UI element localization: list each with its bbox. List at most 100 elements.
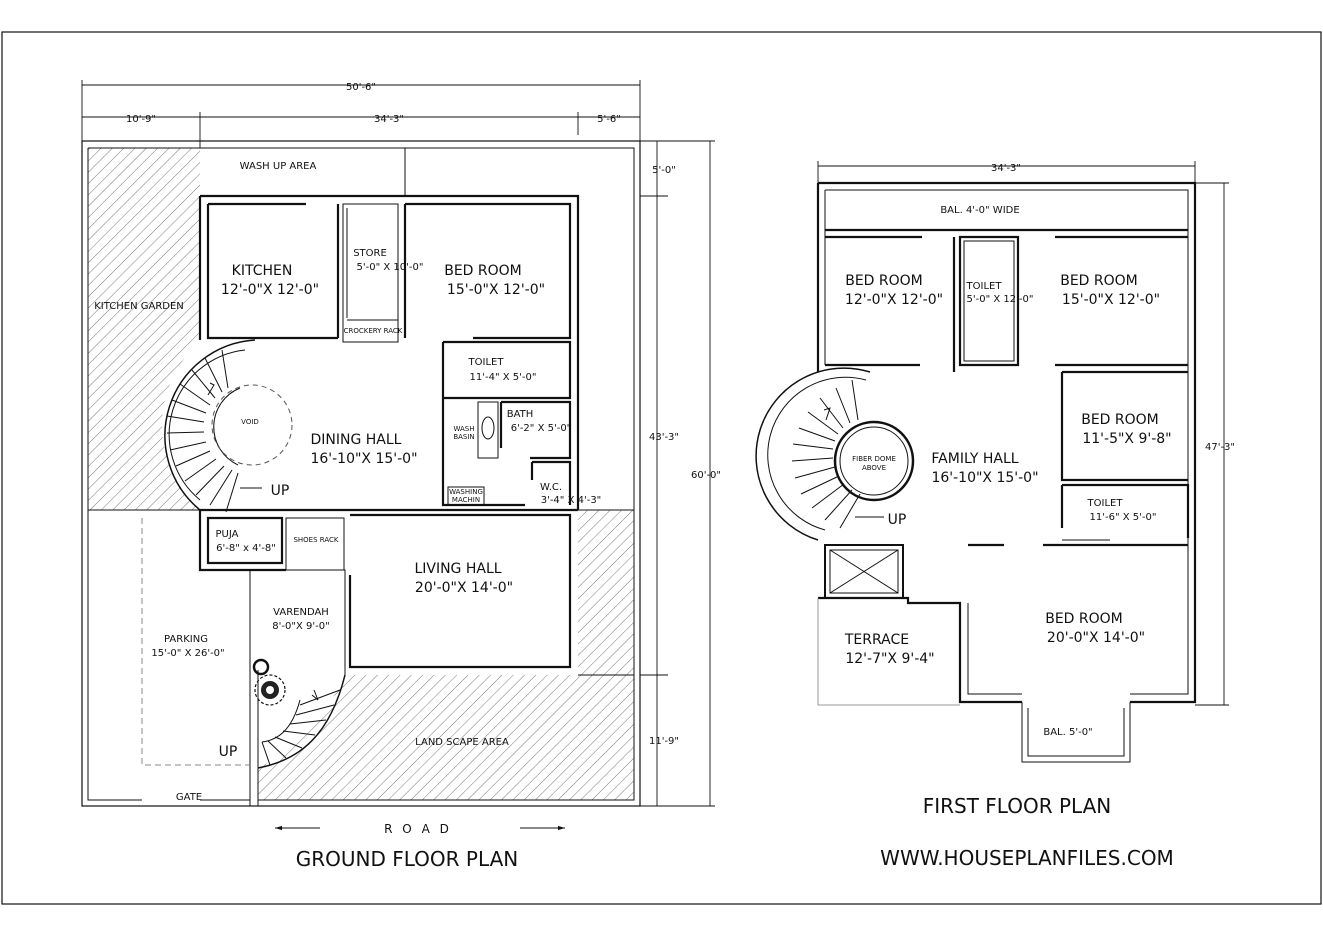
wc-walls	[530, 460, 572, 505]
wc-name: W.C.	[540, 482, 562, 493]
toilet-size: 11'-4" X 5'-0"	[470, 372, 537, 383]
dim-total-depth: 60'-0"	[691, 470, 721, 481]
shoes-rack-box	[285, 517, 345, 571]
wash-up-label: WASH UP AREA	[240, 161, 317, 172]
dome-label-1: FIBER DOME	[852, 455, 896, 463]
wash-basin-label-1: WASH	[453, 425, 474, 433]
parking-size: 15'-0" X 26'-0"	[151, 648, 224, 659]
first-floor-title: FIRST FLOOR PLAN	[923, 794, 1112, 818]
shoes-rack-label: SHOES RACK	[293, 536, 338, 544]
toilet2-name: TOILET	[1087, 498, 1124, 509]
crockery-rack-label: CROCKERY RACK	[344, 327, 403, 335]
living-name: LIVING HALL	[414, 561, 501, 577]
main-building-outer-wall	[198, 194, 580, 572]
bed3-name: BED ROOM	[1081, 412, 1159, 428]
parking-name: PARKING	[164, 634, 208, 645]
kitchen-garden-hatch	[88, 148, 200, 510]
ground-dimension-lines	[81, 80, 715, 831]
bath-size: 6'-2" X 5'-0"	[511, 423, 572, 434]
dining-name: DINING HALL	[311, 432, 402, 448]
bedroom-walls	[403, 202, 572, 340]
first-dimension-lines	[817, 161, 1229, 706]
front-up-label: UP	[219, 744, 238, 760]
wash-basin-counter	[477, 401, 499, 459]
terrace-boundary	[817, 598, 960, 706]
dim-front-depth: 11'-9"	[649, 736, 679, 747]
bed2-name: BED ROOM	[1060, 273, 1138, 289]
dim-total-width: 50'-6"	[346, 82, 376, 93]
landscape-hatch	[258, 510, 634, 800]
bedroom-name: BED ROOM	[444, 263, 522, 279]
first-dim-depth: 47'-3"	[1205, 442, 1235, 453]
washing-label-2: MACHIN	[452, 496, 480, 504]
dim-top-gap: 5'-0"	[652, 165, 676, 176]
kitchen-name: KITCHEN	[232, 263, 293, 279]
bedroom-size: 15'-0"X 12'-0"	[447, 282, 545, 298]
kitchen-garden-label: KITCHEN GARDEN	[94, 301, 184, 312]
store-walls	[342, 203, 399, 343]
first-floor-inner-wall	[824, 189, 1189, 695]
wash-basin-label-2: BASIN	[453, 433, 474, 441]
toilet1-size: 5'-0" X 12'-0"	[967, 294, 1034, 305]
varendah-edge	[258, 569, 346, 675]
dim-main-depth: 43'-3"	[649, 432, 679, 443]
terrace-size: 12'-7"X 9'-4"	[845, 651, 934, 667]
puja-size: 6'-8" x 4'-8"	[216, 543, 276, 554]
dim-left-seg: 10'-9"	[126, 114, 156, 125]
bed3-walls	[1060, 370, 1188, 482]
puja-walls	[206, 516, 284, 565]
living-size: 20'-0"X 14'-0"	[415, 580, 513, 596]
fiber-dome-inner	[839, 426, 909, 496]
bed4-name: BED ROOM	[1045, 611, 1123, 627]
first-spiral-staircase	[755, 367, 884, 541]
bath-walls	[499, 400, 572, 460]
toilet-name: TOILET	[468, 357, 505, 368]
bed4-size: 20'-0"X 14'-0"	[1047, 630, 1145, 646]
ground-floor-title: GROUND FLOOR PLAN	[296, 847, 518, 871]
plot-boundary-inner	[87, 147, 635, 801]
landscape-label: LAND SCAPE AREA	[415, 737, 509, 748]
bed1-size: 12'-0"X 12'-0"	[845, 292, 943, 308]
washing-label-1: WASHING	[449, 488, 483, 496]
store-name: STORE	[353, 248, 387, 259]
dome-label-2: ABOVE	[862, 464, 886, 472]
top-balcony-label: BAL. 4'-0" WIDE	[940, 205, 1019, 216]
stair-up-label: UP	[271, 483, 290, 499]
terrace-name: TERRACE	[844, 632, 909, 648]
family-size: 16'-10"X 15'-0"	[931, 470, 1038, 486]
puja-name: PUJA	[216, 529, 239, 540]
toilet1-name: TOILET	[966, 281, 1003, 292]
front-staircase	[257, 674, 346, 769]
tree-icon	[252, 658, 286, 706]
road-label: R O A D	[384, 822, 452, 836]
fiber-dome-outer	[833, 420, 915, 502]
shaft-box	[824, 544, 904, 599]
varendah-name: VARENDAH	[273, 607, 329, 618]
toilet2-walls	[1060, 483, 1190, 538]
wc-size: 3'-4" X 4'-3"	[541, 495, 602, 506]
washing-machine-box	[447, 486, 485, 506]
living-hall-walls	[348, 513, 572, 669]
kitchen-size: 12'-0"X 12'-0"	[221, 282, 319, 298]
ground-floor-plan: 50'-6" 10'-9" 34'-3" 5'-6" 5'-0" 43'-3" …	[81, 80, 721, 871]
bed2-size: 15'-0"X 12'-0"	[1062, 292, 1160, 308]
kitchen-walls	[206, 202, 340, 340]
first-dim-width: 34'-3"	[991, 163, 1021, 174]
bottom-balcony	[1021, 702, 1131, 763]
toilet-walls	[441, 340, 572, 400]
first-floor-plan: 34'-3" 47'-3" BAL. 4'-0" WIDE BED ROOM 1…	[755, 161, 1235, 818]
bed2-walls	[1055, 235, 1188, 367]
toilet1-walls	[958, 235, 1020, 367]
bed3-size: 11'-5"X 9'-8"	[1082, 431, 1171, 447]
website-label: WWW.HOUSEPLANFILES.COM	[880, 846, 1174, 870]
plot-boundary-outer	[81, 140, 641, 807]
washing-area-walls	[441, 398, 525, 507]
dining-size: 16'-10"X 15'-0"	[310, 451, 417, 467]
ground-spiral-staircase	[164, 339, 293, 513]
gate-label: GATE	[176, 792, 202, 803]
first-stair-up-label: UP	[888, 512, 907, 528]
wash-basin-bowl	[481, 416, 495, 440]
bed1-walls	[825, 235, 956, 372]
dim-right-seg: 5'-6"	[597, 114, 621, 125]
